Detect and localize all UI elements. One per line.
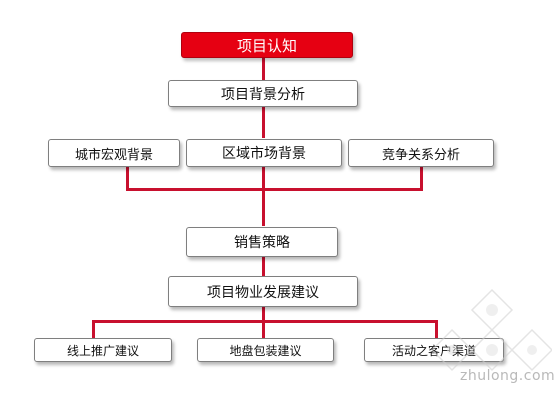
node-regional-market-background: 区域市场背景: [186, 139, 342, 167]
connector-strategy-to-development: [262, 256, 265, 276]
connector-development-to-suggestions: [262, 306, 265, 322]
connector-suggestion-horizontal: [92, 320, 438, 323]
node-project-cognition: 项目认知: [181, 32, 353, 58]
connector-suggestion-left: [92, 320, 95, 340]
watermark-text: zhulong.com: [460, 368, 556, 384]
connector-merge-horizontal: [126, 188, 423, 191]
connector-right-branch: [420, 166, 423, 190]
connector-suggestion-center: [262, 320, 265, 340]
node-property-development-suggestion: 项目物业发展建议: [168, 276, 358, 307]
node-project-background-analysis: 项目背景分析: [168, 80, 358, 107]
node-competition-analysis: 竞争关系分析: [348, 139, 494, 167]
node-sales-strategy: 销售策略: [186, 227, 338, 257]
node-city-macro-background: 城市宏观背景: [48, 139, 180, 167]
connector-suggestion-right: [435, 320, 438, 340]
watermark-logo-icon: [432, 288, 552, 372]
connector-center-trunk: [262, 166, 265, 226]
connector-left-branch: [126, 166, 129, 190]
connector-root-to-analysis: [262, 56, 265, 80]
node-site-packaging-suggestion: 地盘包装建议: [197, 338, 334, 362]
connector-analysis-to-branch: [262, 106, 265, 138]
node-online-promotion-suggestion: 线上推广建议: [34, 338, 172, 362]
